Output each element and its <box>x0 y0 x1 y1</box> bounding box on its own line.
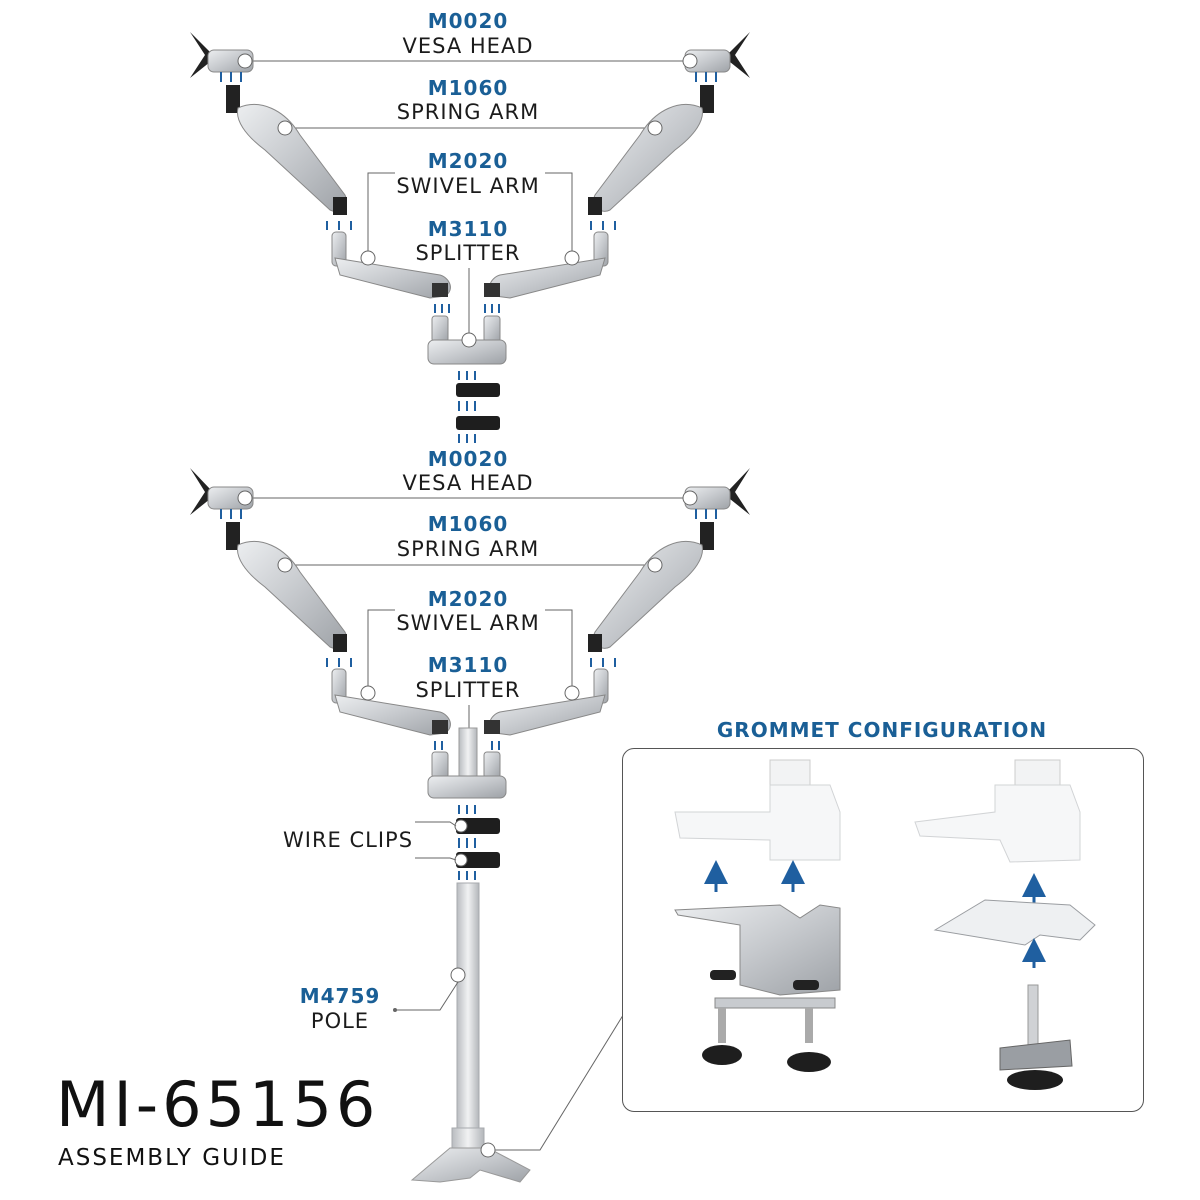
upper-vesa-head-name: VESA HEAD <box>402 34 534 58</box>
upper-left-vesa-head <box>190 32 254 78</box>
upper-tier <box>190 32 750 443</box>
upper-vesa-head-code: M0020 <box>427 9 509 33</box>
upper-splitter-name: SPLITTER <box>415 241 521 265</box>
upper-spring-arm-code: M1060 <box>427 76 509 100</box>
upper-right-swivel-arm <box>484 231 609 299</box>
upper-right-vesa-head <box>682 32 750 78</box>
pole <box>393 882 480 1134</box>
pole-name: POLE <box>310 1009 370 1033</box>
lower-spring-arm-name: SPRING ARM <box>396 537 540 561</box>
upper-swivel-arm-code: M2020 <box>427 149 509 173</box>
lower-left-swivel-arm <box>331 668 451 736</box>
lower-splitter-name: SPLITTER <box>415 678 521 702</box>
upper-splitter <box>427 315 507 365</box>
grommet-configuration-title: GROMMET CONFIGURATION <box>716 718 1048 742</box>
upper-splitter-code: M3110 <box>427 217 509 241</box>
model-number: MI-65156 <box>56 1068 380 1141</box>
upper-swivel-arm-name: SWIVEL ARM <box>396 174 540 198</box>
upper-left-spring-arm <box>226 85 347 215</box>
assembly-guide-subtitle: ASSEMBLY GUIDE <box>58 1145 286 1171</box>
lower-vesa-head-name: VESA HEAD <box>402 471 534 495</box>
lower-swivel-arm-name: SWIVEL ARM <box>396 611 540 635</box>
lower-vesa-head-code: M0020 <box>427 447 509 471</box>
grommet-inset-panel <box>622 748 1144 1112</box>
lower-left-vesa-head <box>190 468 254 515</box>
lower-tier <box>190 468 750 799</box>
lower-spring-arm-code: M1060 <box>427 512 509 536</box>
upper-right-spring-arm <box>588 85 714 215</box>
lower-splitter <box>427 727 507 799</box>
lower-left-spring-arm <box>226 522 347 652</box>
tier-connector <box>456 371 500 443</box>
lower-right-swivel-arm <box>484 668 609 736</box>
upper-spring-arm-name: SPRING ARM <box>396 100 540 124</box>
lower-swivel-arm-code: M2020 <box>427 587 509 611</box>
upper-left-swivel-arm <box>331 231 451 299</box>
lower-right-spring-arm <box>588 522 714 652</box>
lower-right-vesa-head <box>682 468 750 515</box>
pole-code: M4759 <box>299 984 381 1008</box>
wire-clips <box>415 805 500 880</box>
lower-splitter-code: M3110 <box>427 653 509 677</box>
wire-clips-label: WIRE CLIPS <box>283 828 414 852</box>
desk-base <box>410 1011 626 1183</box>
